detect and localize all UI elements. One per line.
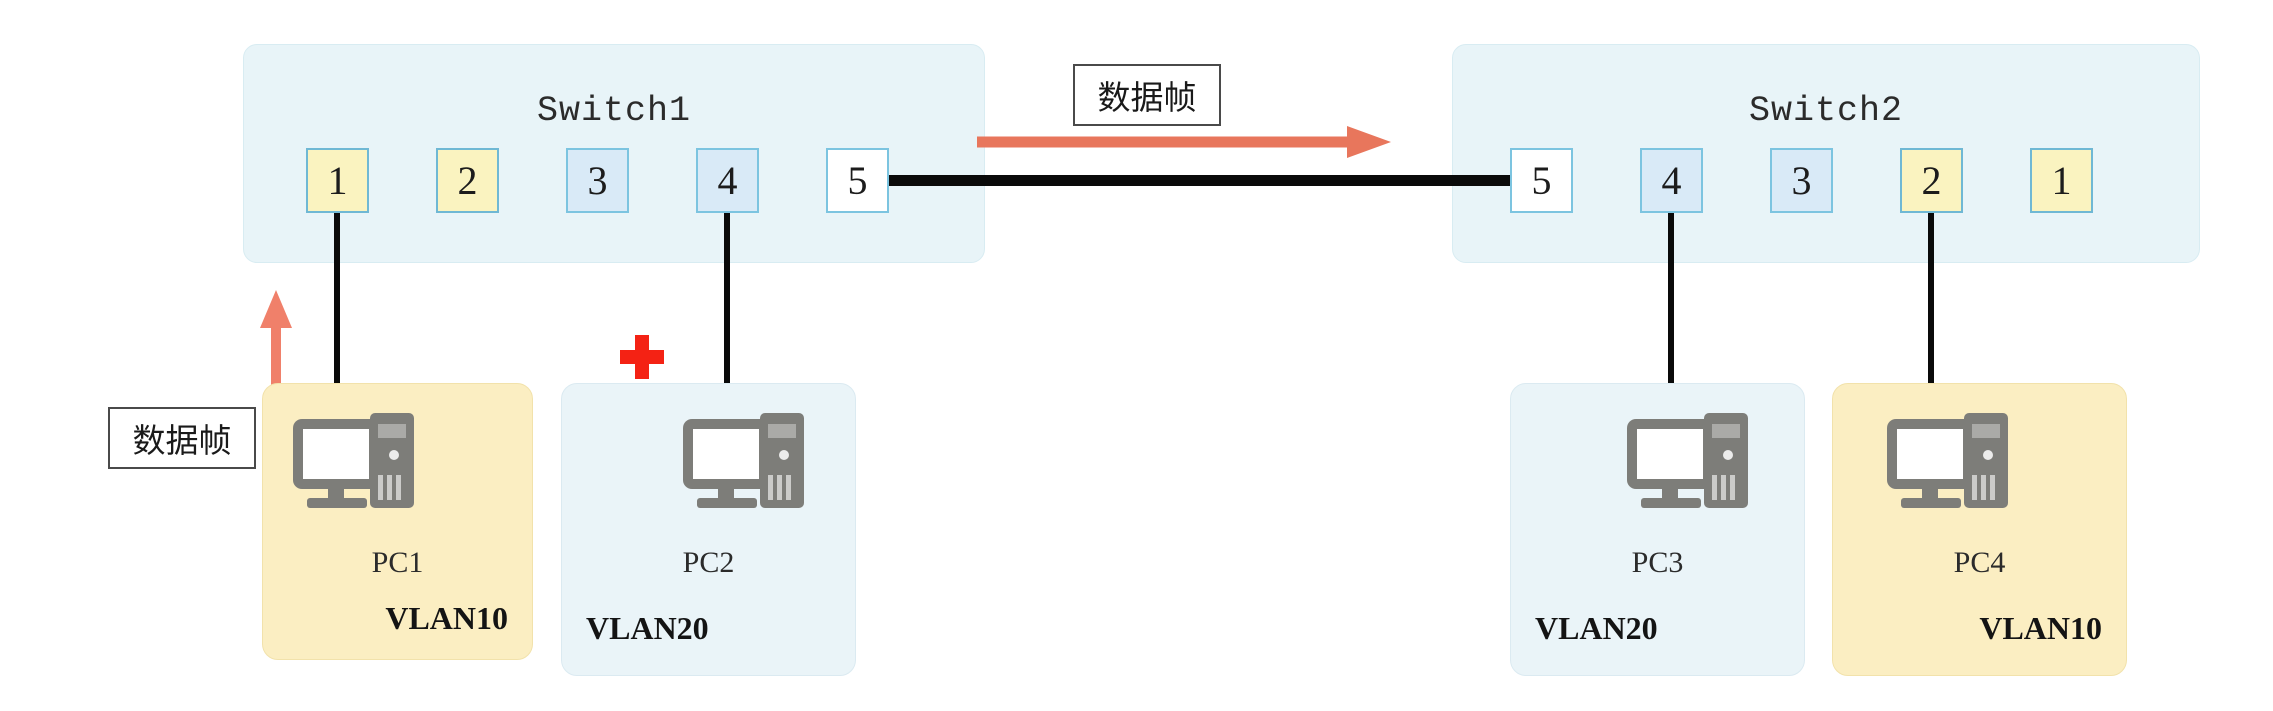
switch1-port-4[interactable]: 4 — [696, 148, 759, 213]
callout-frame-trunk-text: 数据帧 — [1097, 79, 1197, 116]
switch1-port-3[interactable]: 3 — [566, 148, 629, 213]
callout-frame-trunk: 数据帧 — [1073, 64, 1221, 126]
switch2-port-5[interactable]: 5 — [1510, 148, 1573, 213]
switch1-port-1[interactable]: 1 — [306, 148, 369, 213]
pc4-name: PC4 — [1953, 546, 2006, 579]
trunk-link-cable — [889, 175, 1510, 186]
pc3-name: PC3 — [1631, 546, 1684, 579]
blocked-cross-icon — [620, 335, 664, 379]
computer-icon-pc1 — [293, 413, 414, 508]
callout-frame-pc1-text: 数据帧 — [132, 422, 232, 459]
switch1-port-1-label: 1 — [327, 158, 348, 203]
switch2-port-3-label: 3 — [1791, 158, 1812, 203]
switch1-port-5[interactable]: 5 — [826, 148, 889, 213]
cable-pc2-to-switch1-port4 — [724, 213, 730, 430]
cable-pc4-to-switch2-port2 — [1928, 213, 1934, 430]
host-box-pc4[interactable]: PC4 VLAN10 — [1832, 383, 2127, 676]
computer-icon-pc3 — [1627, 413, 1748, 508]
callout-frame-pc1: 数据帧 — [108, 407, 256, 469]
switch1-title: Switch1 — [536, 91, 692, 131]
host-box-pc2[interactable]: PC2 VLAN20 — [561, 383, 856, 676]
cable-pc1-to-switch1-port1 — [334, 213, 340, 430]
frame-flow-arrow-trunk — [977, 126, 1391, 158]
switch1-port-2[interactable]: 2 — [436, 148, 499, 213]
switch2-port-2-label: 2 — [1921, 158, 1942, 203]
pc3-vlan-badge: VLAN20 — [1535, 610, 1658, 646]
computer-icon-pc2 — [683, 413, 804, 508]
switch2-port-4[interactable]: 4 — [1640, 148, 1703, 213]
switch2-port-1-label: 1 — [2051, 158, 2072, 203]
pc1-vlan-badge: VLAN10 — [385, 600, 508, 636]
cable-pc3-to-switch2-port4 — [1668, 213, 1674, 430]
switch1-port-3-label: 3 — [587, 158, 608, 203]
switch1-port-2-label: 2 — [457, 158, 478, 203]
switch1-port-4-label: 4 — [717, 158, 738, 203]
computer-icon-pc4 — [1887, 413, 2008, 508]
switch2-port-1[interactable]: 1 — [2030, 148, 2093, 213]
switch2-port-4-label: 4 — [1661, 158, 1682, 203]
pc2-vlan-badge: VLAN20 — [586, 610, 709, 646]
switch2-title: Switch2 — [1748, 91, 1904, 131]
pc4-vlan-badge: VLAN10 — [1979, 610, 2102, 646]
pc1-name: PC1 — [371, 546, 424, 579]
switch1-port-5-label: 5 — [847, 158, 868, 203]
switch2-port-5-label: 5 — [1531, 158, 1552, 203]
switch2-port-3[interactable]: 3 — [1770, 148, 1833, 213]
pc2-name: PC2 — [682, 546, 735, 579]
switch2-port-2[interactable]: 2 — [1900, 148, 1963, 213]
